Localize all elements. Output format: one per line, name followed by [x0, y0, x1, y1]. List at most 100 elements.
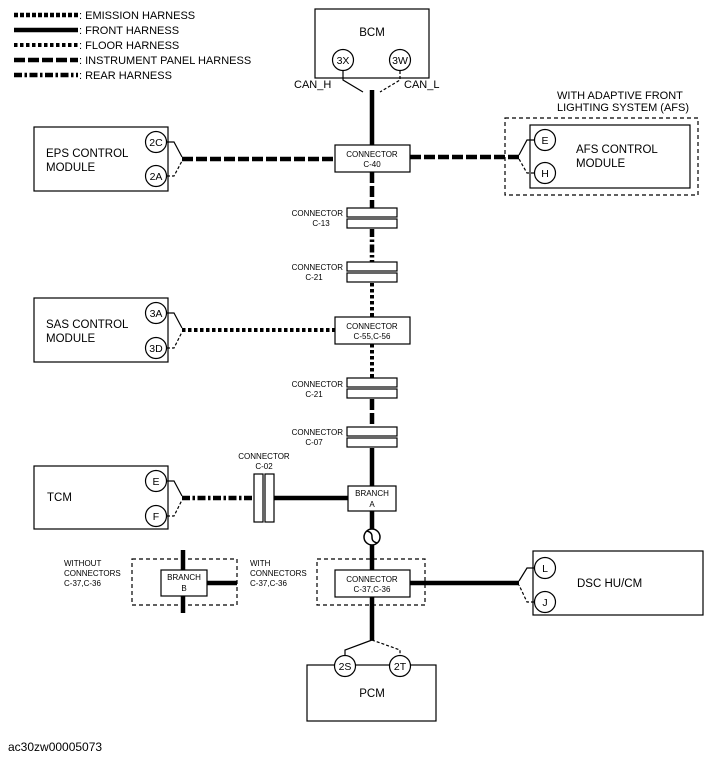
connector-c21-lower-label-1: CONNECTOR: [292, 380, 344, 389]
dsc-module: DSC HU/CM L J: [410, 550, 704, 616]
dsc-lead-top: [518, 567, 534, 582]
dsc-lead-bottom: [518, 584, 534, 603]
dsc-box: [532, 550, 704, 616]
connector-c07-top: [346, 426, 398, 437]
eps-pin-2c: [144, 130, 168, 154]
pcm-module: PCM 2S 2T: [306, 639, 437, 722]
note-with-2: CONNECTORS: [250, 569, 307, 578]
eps-lead-top: [167, 141, 183, 158]
connector-c37-box: [334, 569, 411, 598]
afs-option-box: [504, 117, 699, 196]
can-h-label: CAN_H: [294, 79, 331, 91]
dsc-pin-l: [533, 556, 557, 580]
pcm-lead-right: [371, 639, 401, 655]
pcm-pin-2s: [333, 654, 357, 678]
legend-label-rear: : REAR HARNESS: [79, 70, 172, 82]
dsc-pin-j: [533, 590, 557, 614]
afs-label-1: AFS CONTROL: [576, 144, 658, 156]
branch-b-box: [160, 569, 208, 597]
connector-c02: CONNECTOR C-02: [238, 452, 290, 523]
connector-c13-top: [346, 207, 398, 218]
connector-c40-box: [334, 144, 411, 173]
connector-c40-label-2: C-40: [363, 160, 381, 169]
twisted-pair-icon: [363, 528, 381, 546]
bcm-pin-3w: [388, 48, 412, 72]
eps-module: EPS CONTROL MODULE 2C 2A: [33, 126, 335, 192]
eps-label-2: MODULE: [46, 162, 96, 174]
eps-pin-2c-label: 2C: [149, 137, 163, 149]
connector-c40-label-1: CONNECTOR: [346, 150, 398, 159]
bcm-box: [314, 8, 430, 79]
afs-label-2: MODULE: [576, 158, 626, 170]
connector-c02-label-2: C-02: [255, 462, 273, 471]
connector-c07: CONNECTOR C-07: [292, 426, 398, 448]
connector-c55-label-1: CONNECTOR: [346, 322, 398, 331]
tcm-pin-e: [144, 469, 168, 493]
afs-box: [529, 124, 691, 189]
bcm-module: BCM 3X 3W CAN_H CAN_L: [294, 8, 439, 145]
pcm-pin-2t: [388, 654, 412, 678]
connector-c21-upper-label-2: C-21: [305, 273, 323, 282]
afs-lead-top: [518, 139, 534, 156]
note-without-3: C-37,C-36: [64, 579, 101, 588]
connector-c21-upper: CONNECTOR C-21: [292, 261, 398, 283]
tcm-lead-top: [167, 480, 183, 497]
figure-id: ac30zw00005073: [8, 740, 103, 754]
connector-c21-lower-top: [346, 377, 398, 388]
note-with-3: C-37,C-36: [250, 579, 287, 588]
pcm-pin-2s-label: 2S: [339, 661, 352, 673]
pcm-box: [306, 664, 437, 722]
bcm-pin-3x-label: 3X: [337, 55, 350, 67]
connector-c21-upper-bottom: [346, 272, 398, 283]
legend-label-emission: : EMISSION HARNESS: [79, 10, 195, 22]
dsc-pin-l-label: L: [542, 563, 548, 575]
sas-pin-3a-label: 3A: [150, 308, 163, 320]
sas-module: SAS CONTROL MODULE 3A 3D: [33, 297, 335, 363]
tcm-pin-f-label: F: [153, 511, 159, 523]
legend-label-instrument: : INSTRUMENT PANEL HARNESS: [79, 55, 251, 67]
eps-lead-bottom: [167, 160, 183, 177]
connector-c13: CONNECTOR C-13: [292, 207, 398, 229]
note-with-1: WITH: [250, 559, 271, 568]
tcm-label: TCM: [47, 492, 72, 504]
sas-pin-3d-label: 3D: [149, 343, 163, 355]
connector-c55-box: [334, 316, 411, 345]
bcm-pin-3x: [331, 48, 355, 72]
afs-pin-e-label: E: [541, 135, 548, 147]
bcm-can-h-lead: [342, 71, 364, 93]
connector-c07-label-1: CONNECTOR: [292, 428, 344, 437]
legend-label-floor: : FLOOR HARNESS: [79, 40, 179, 52]
afs-heading-2: LIGHTING SYSTEM (AFS): [557, 102, 689, 114]
connector-c13-label-2: C-13: [312, 219, 330, 228]
note-without-1: WITHOUT: [64, 559, 101, 568]
connector-c02-label-1: CONNECTOR: [238, 452, 290, 461]
sas-pin-3a: [144, 301, 168, 325]
branch-b-label-1: BRANCH: [167, 573, 201, 582]
legend: : EMISSION HARNESS : FRONT HARNESS : FLO…: [14, 10, 251, 82]
pcm-label: PCM: [359, 688, 385, 700]
connector-c40: CONNECTOR C-40: [334, 144, 411, 173]
connector-c21-lower: CONNECTOR C-21: [292, 377, 398, 399]
connector-c07-bottom: [346, 437, 398, 448]
sas-label-1: SAS CONTROL: [46, 319, 129, 331]
connector-c55: CONNECTOR C-55,C-56: [334, 316, 411, 345]
connector-c37-label-1: CONNECTOR: [346, 575, 398, 584]
bcm-can-l-lead: [379, 71, 401, 93]
sas-lead-top: [167, 312, 183, 329]
afs-lead-bottom: [518, 158, 534, 174]
tcm-pin-e-label: E: [152, 476, 159, 488]
connector-c07-label-2: C-07: [305, 438, 323, 447]
connector-c02-right: [264, 473, 275, 523]
can-l-label: CAN_L: [404, 79, 439, 91]
afs-heading-1: WITH ADAPTIVE FRONT: [557, 90, 683, 102]
eps-pin-2a: [144, 164, 168, 188]
sas-label-2: MODULE: [46, 333, 96, 345]
branch-a-label-1: BRANCH: [355, 489, 389, 498]
eps-label-1: EPS CONTROL: [46, 148, 129, 160]
eps-pin-2a-label: 2A: [150, 171, 163, 183]
connector-c37-label-2: C-37,C-36: [354, 585, 391, 594]
connector-c37: CONNECTOR C-37,C-36: [316, 558, 426, 606]
dsc-label: DSC HU/CM: [577, 578, 642, 590]
afs-pin-h: [533, 161, 557, 185]
